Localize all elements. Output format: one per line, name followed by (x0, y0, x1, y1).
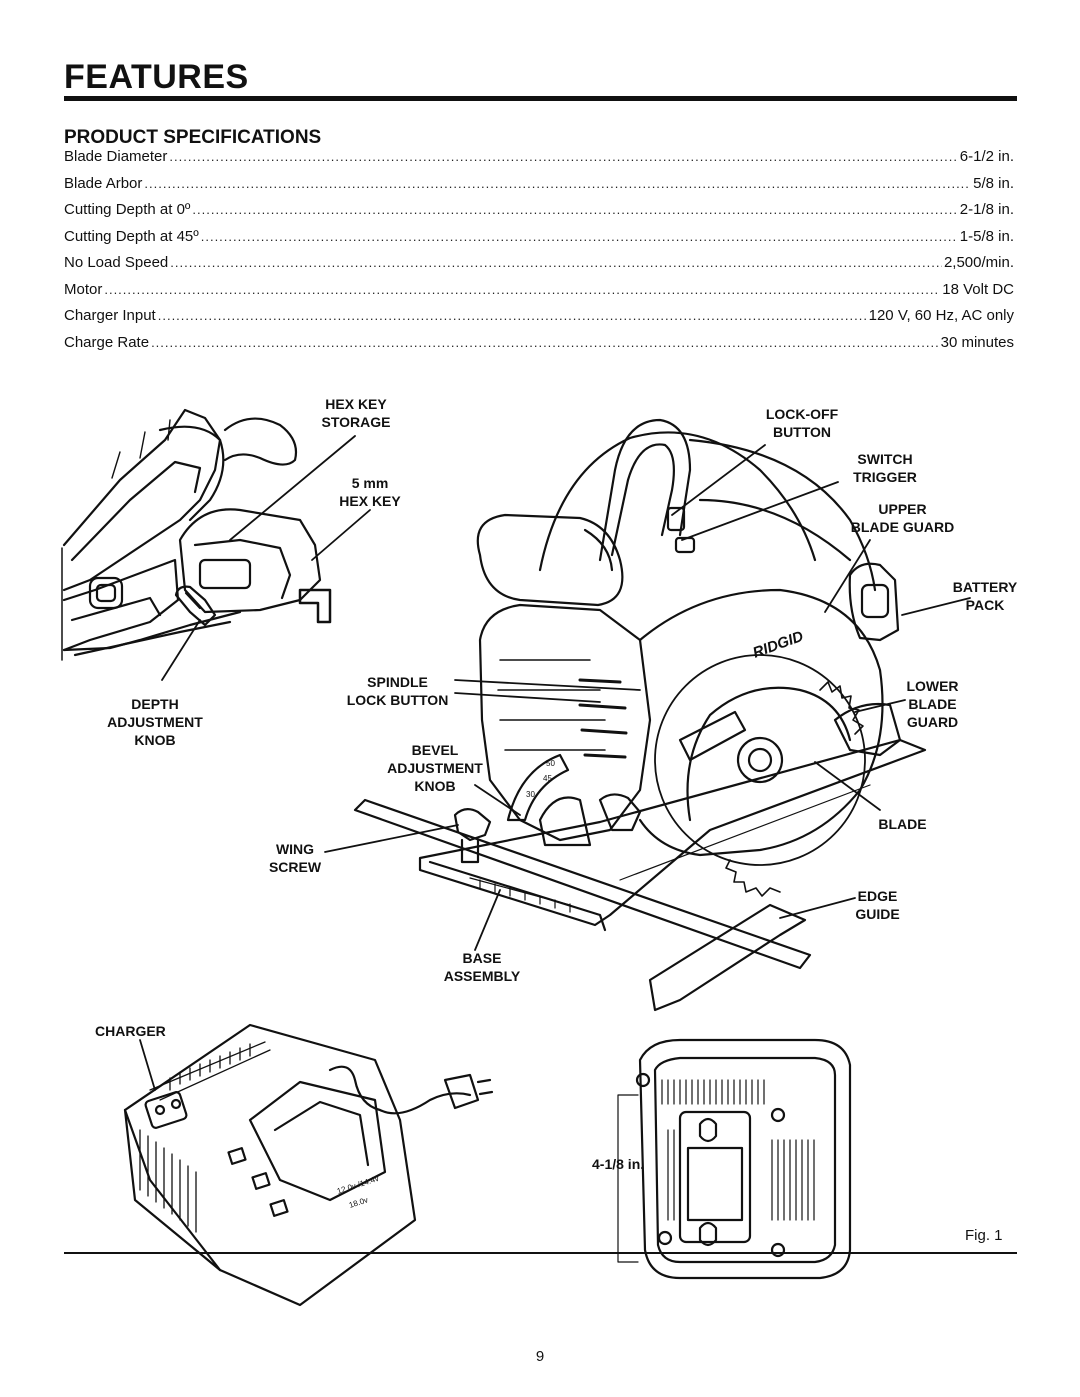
callout-line: SPINDLE (367, 674, 428, 690)
spec-value: 5/8 in. (973, 174, 1014, 192)
callout-line: HEX KEY (339, 493, 401, 509)
callout-line: BEVEL (411, 742, 459, 758)
spec-row: Blade Arbor.............................… (64, 175, 1014, 202)
callout-charger-depth: 4-1/8 in. (592, 1155, 662, 1173)
callout-edge-guide: EDGE GUIDE (840, 887, 915, 923)
callout-wing-screw: WING SCREW (260, 840, 330, 876)
callout-blade: BLADE (870, 815, 935, 833)
bevel-scale-mark: 45 (543, 774, 552, 783)
callout-lower-blade-guard: LOWER BLADE GUARD (890, 677, 975, 731)
charger-drawing (123, 1023, 494, 1307)
page-number: 9 (535, 1348, 545, 1365)
callout-leaders (139, 435, 971, 1091)
spec-label: Blade Diameter (64, 148, 168, 165)
callout-line: UPPER (878, 501, 927, 517)
callout-line: BLADE (908, 696, 957, 712)
circular-saw-drawing (353, 418, 927, 1012)
callout-line: ADJUSTMENT (387, 760, 483, 776)
page-title: FEATURES (64, 58, 249, 96)
spec-value: 2-1/8 in. (959, 201, 1014, 218)
spec-label: Cutting Depth at 0º (64, 201, 191, 218)
callout-line: BATTERY (952, 579, 1018, 595)
callout-base-assembly: BASE ASSEMBLY (432, 949, 532, 985)
spec-leader-dots: ........................................… (104, 281, 941, 297)
callout-depth-adjustment-knob: DEPTH ADJUSTMENT KNOB (95, 695, 215, 749)
spec-leader-dots: ........................................… (157, 308, 867, 323)
spec-leader-dots: ........................................… (144, 175, 971, 191)
callout-line: ASSEMBLY (443, 968, 521, 984)
spec-leader-dots: ........................................… (170, 255, 942, 270)
spec-label: No Load Speed (64, 254, 169, 271)
callout-line: 5 mm (351, 475, 389, 491)
bevel-scale-mark: 50 (546, 759, 555, 768)
spec-leader-dots: ........................................… (151, 334, 939, 350)
callout-line: STORAGE (321, 414, 391, 430)
callout-line: LOCK BUTTON (346, 692, 449, 708)
spec-value: 18 Volt DC (942, 280, 1014, 298)
callout-line: SCREW (268, 859, 322, 875)
charger-voltage-label-2: 18.0v (348, 1195, 369, 1210)
callout-line: GUIDE (855, 906, 900, 922)
callout-line: LOWER (906, 678, 959, 694)
callout-line: EDGE (857, 888, 898, 904)
spec-value: 30 minutes (940, 333, 1014, 351)
charger-voltage-label: 12.0v /14.4v (336, 1174, 380, 1196)
callout-line: DEPTH (131, 696, 179, 712)
callout-line: KNOB (414, 778, 456, 794)
callout-line: CHARGER (95, 1023, 166, 1039)
spec-leader-dots: ........................................… (192, 202, 958, 217)
callout-line: WING (275, 841, 315, 857)
callout-line: LOCK-OFF (765, 406, 839, 422)
spec-label: Cutting Depth at 45º (64, 227, 199, 245)
spec-label: Charge Rate (64, 333, 150, 351)
spec-row: No Load Speed...........................… (64, 254, 1014, 281)
callout-hex-key-storage: HEX KEY STORAGE (306, 395, 406, 431)
title-rule (64, 96, 1017, 101)
spec-value: 6-1/2 in. (959, 148, 1014, 165)
callout-charger: CHARGER (95, 1022, 175, 1040)
callout-spindle-lock-button: SPINDLE LOCK BUTTON (335, 673, 460, 709)
callout-switch-trigger: SWITCH TRIGGER (835, 450, 935, 486)
spec-row: Charge Rate.............................… (64, 334, 1014, 361)
callout-line: 4-1/8 in. (592, 1156, 645, 1172)
spec-row: Cutting Depth at 0º.....................… (64, 201, 1014, 228)
callout-line: BUTTON (772, 424, 832, 440)
spec-row: Cutting Depth at 45º....................… (64, 228, 1014, 255)
bottom-rule (64, 1252, 1017, 1254)
callout-lock-off-button: LOCK-OFF BUTTON (752, 405, 852, 441)
charger-back-drawing (617, 1038, 852, 1280)
callout-line: HEX KEY (325, 396, 387, 412)
spec-value: 1-5/8 in. (959, 227, 1014, 245)
spec-label: Charger Input (64, 307, 156, 324)
callout-line: BLADE GUARD (850, 519, 955, 535)
callout-line: SWITCH (857, 451, 913, 467)
spec-leader-dots: ........................................… (169, 149, 958, 164)
spec-value: 2,500/min. (943, 254, 1014, 271)
spec-label: Motor (64, 280, 103, 298)
spec-row: Charger Input...........................… (64, 307, 1014, 334)
callout-line: KNOB (134, 732, 176, 748)
spec-row: Blade Diameter..........................… (64, 148, 1014, 175)
callout-hex-key: 5 mm HEX KEY (315, 474, 425, 510)
spec-leader-dots: ........................................… (200, 228, 958, 244)
spec-row: Motor...................................… (64, 281, 1014, 308)
callout-line: ADJUSTMENT (107, 714, 203, 730)
bevel-scale-mark: 30 (526, 790, 535, 799)
section-title: PRODUCT SPECIFICATIONS (64, 127, 322, 148)
callout-line: GUARD (906, 714, 959, 730)
callout-upper-blade-guard: UPPER BLADE GUARD (840, 500, 965, 536)
inset-saw-drawing (61, 408, 332, 661)
callout-bevel-adjustment-knob: BEVEL ADJUSTMENT KNOB (380, 741, 490, 795)
callout-battery-pack: BATTERY PACK (940, 578, 1030, 614)
spec-table: Blade Diameter..........................… (64, 148, 1014, 360)
callout-line: BLADE (878, 816, 927, 832)
figure-label: Fig. 1 (965, 1227, 1003, 1244)
callout-line: PACK (965, 597, 1005, 613)
callout-line: BASE (462, 950, 502, 966)
callout-line: TRIGGER (853, 469, 917, 485)
spec-label: Blade Arbor (64, 174, 143, 192)
spec-value: 120 V, 60 Hz, AC only (868, 307, 1014, 324)
